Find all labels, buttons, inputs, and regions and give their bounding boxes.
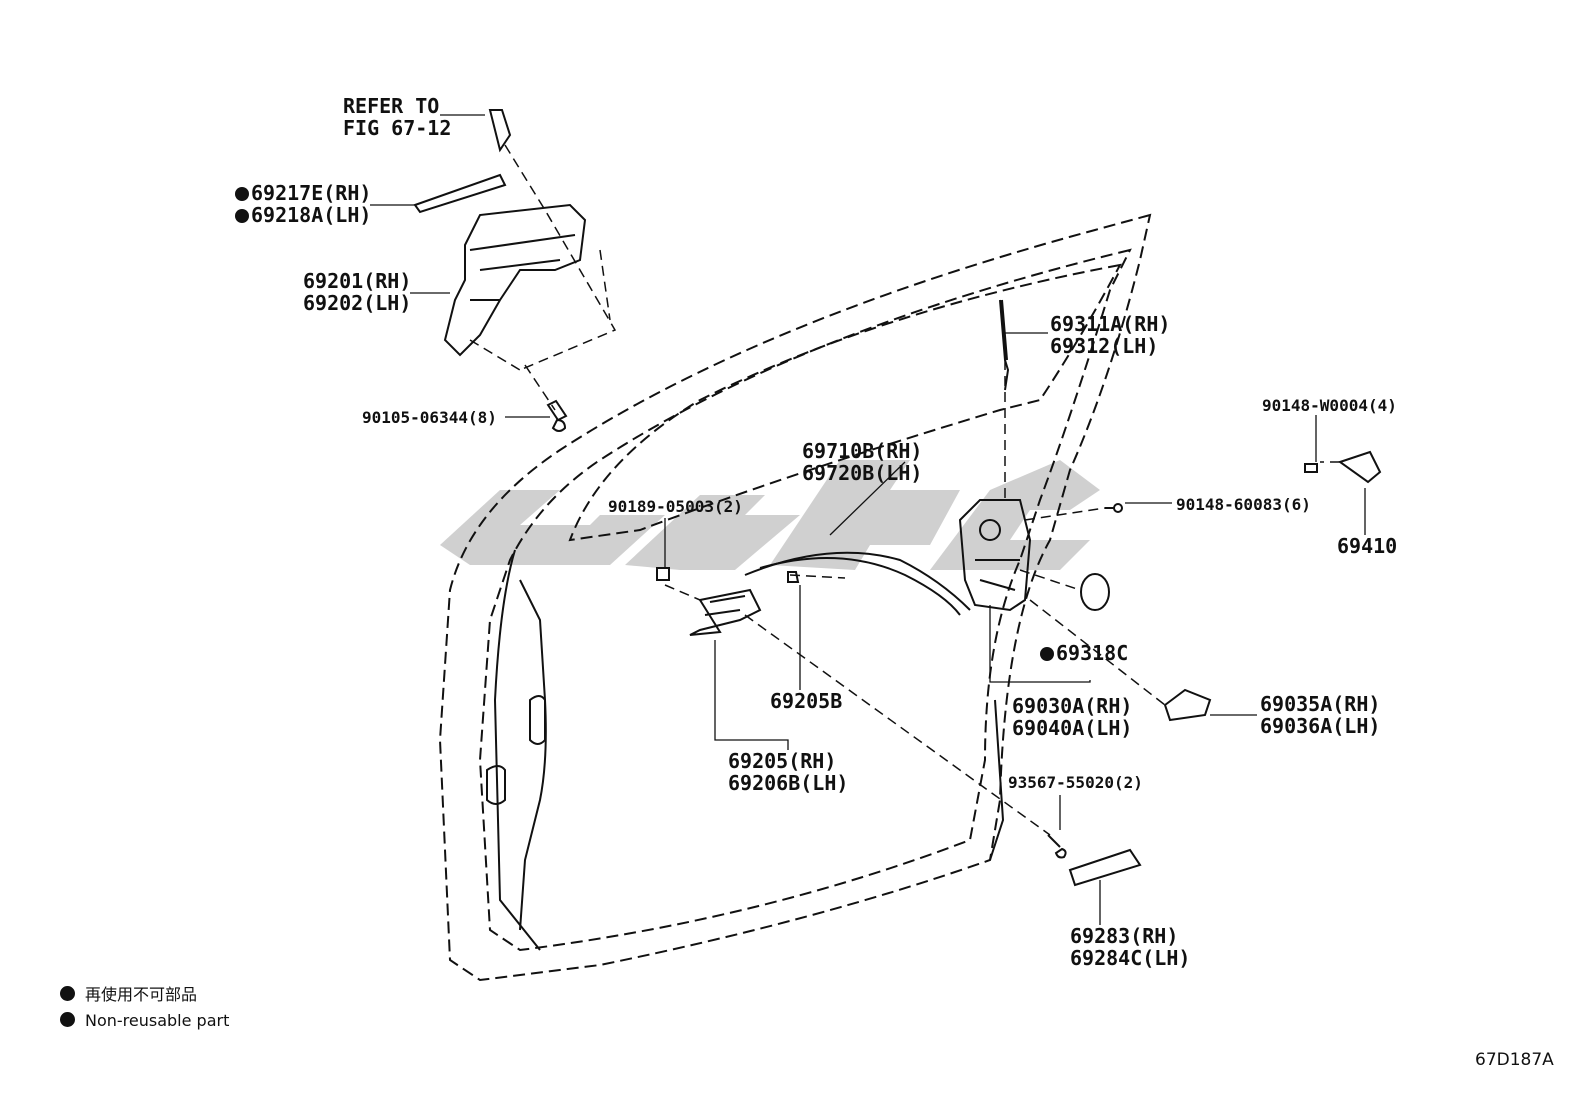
outside-handle-frame (443, 203, 587, 357)
cover-69283 (1068, 848, 1142, 887)
label-69283: 69283(RH) 69284C(LH) (1070, 925, 1190, 969)
label-69311a: 69311A(RH) 69312(LH) (1050, 313, 1170, 357)
cover-69035a (1163, 688, 1212, 722)
part-69410: 69410 (1337, 534, 1398, 558)
part-90189: 90189-05003(2) (608, 497, 743, 516)
inner-panel-edge (519, 579, 547, 931)
guide-lines (469, 144, 1340, 836)
striker-69410 (1337, 450, 1382, 484)
door-lock-assembly (958, 499, 1032, 612)
part-69720b: 69720B(LH) (802, 461, 923, 485)
grommet-69318c (1080, 573, 1110, 611)
part-69036a: 69036A(LH) (1260, 714, 1381, 738)
part-90105: 90105-06344(8) (362, 408, 497, 427)
part-69318c: 69318C (1056, 641, 1129, 665)
door-inner-frame (478, 248, 1132, 952)
label-69035a: 69035A(RH) 69036A(LH) (1260, 693, 1380, 737)
part-69284c: 69284C(LH) (1070, 946, 1191, 970)
part-69283: 69283(RH) (1070, 924, 1179, 948)
legend-en: Non-reusable part (85, 1011, 230, 1030)
handle-cover (413, 173, 507, 214)
non-reusable-dot-icon (60, 1012, 75, 1027)
lock-rod (999, 299, 1010, 391)
label-refer-to: REFER TO FIG 67-12 (343, 95, 451, 139)
label-69030a: 69030A(RH) 69040A(LH) (1012, 695, 1132, 739)
label-69217e: 69217E(RH) 69218A(LH) (235, 182, 371, 226)
part-69217e: 69217E(RH) (251, 181, 372, 205)
non-reusable-dot-icon (235, 209, 249, 223)
refer-to-text: REFER TO (343, 94, 440, 118)
part-93567: 93567-55020(2) (1008, 773, 1143, 792)
part-69201: 69201(RH) (303, 269, 412, 293)
part-69040a: 69040A(LH) (1012, 716, 1133, 740)
window-opening (568, 263, 1122, 542)
legend: 再使用不可部品 Non-reusable part (60, 985, 229, 1031)
door-sill (989, 699, 1005, 861)
non-reusable-dot-icon (60, 986, 75, 1001)
clip-69205b (787, 571, 800, 583)
part-69030a: 69030A(RH) (1012, 694, 1133, 718)
leader-lines (370, 114, 1366, 925)
bolt-93567 (1047, 834, 1067, 859)
part-69035a: 69035A(RH) (1260, 692, 1381, 716)
part-69218a: 69218A(LH) (251, 203, 372, 227)
refer-fig-text: FIG 67-12 (343, 116, 452, 140)
part-69202: 69202(LH) (303, 291, 412, 315)
figure-code: 67D187A (1475, 1050, 1554, 1070)
part-90148-w0004: 90148-W0004(4) (1262, 396, 1397, 415)
cylinder-part (488, 109, 512, 153)
part-69710b: 69710B(RH) (802, 439, 923, 463)
clip-90189 (656, 567, 670, 581)
label-69710b: 69710B(RH) 69720B(LH) (802, 440, 922, 484)
watermark-logo (440, 460, 1100, 570)
screw-90148-60083 (1105, 503, 1124, 513)
inside-handle (689, 588, 762, 636)
part-69205b: 69205B (770, 689, 843, 713)
legend-jp: 再使用不可部品 (85, 985, 198, 1004)
bolt-90148-w (1304, 463, 1318, 473)
inner-slot-1 (529, 695, 546, 745)
part-90148-60083: 90148-60083(6) (1176, 495, 1311, 514)
part-69312: 69312(LH) (1050, 334, 1159, 358)
bolt-90105 (546, 399, 568, 432)
part-69205: 69205(RH) (728, 749, 837, 773)
non-reusable-dot-icon (235, 187, 249, 201)
label-69318c: 69318C (1040, 642, 1128, 664)
inner-panel (493, 549, 541, 951)
label-69205: 69205(RH) 69206B(LH) (728, 750, 848, 794)
non-reusable-dot-icon (1040, 647, 1054, 661)
part-69206b: 69206B(LH) (728, 771, 849, 795)
part-69311a: 69311A(RH) (1050, 312, 1171, 336)
door-outer-frame (438, 213, 1152, 982)
inner-slot-2 (486, 765, 506, 805)
label-69201: 69201(RH) 69202(LH) (303, 270, 411, 314)
